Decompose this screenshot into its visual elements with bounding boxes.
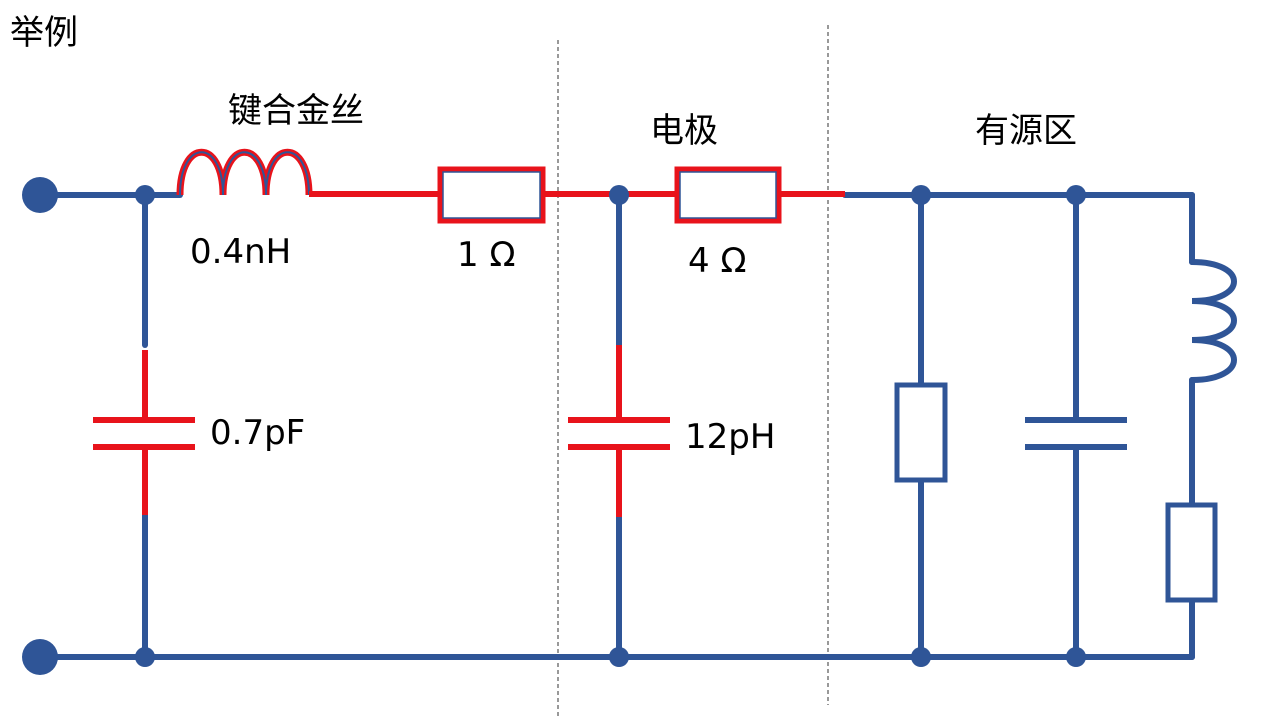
input-terminal-top bbox=[22, 177, 58, 213]
section-label-electrode: 电极 bbox=[650, 111, 718, 151]
active-region-capacitor bbox=[1025, 417, 1127, 450]
junction-nodes bbox=[135, 185, 1086, 667]
label-series-resistance-2: 4 Ω bbox=[688, 241, 746, 281]
bond-wire-inductor bbox=[176, 149, 316, 197]
active-region-inductor bbox=[1189, 259, 1237, 383]
series-resistor-2-outline bbox=[679, 171, 777, 219]
input-terminal-bottom bbox=[22, 639, 58, 675]
red-series-path bbox=[142, 191, 845, 517]
section-label-active-region: 有源区 bbox=[975, 111, 1077, 151]
series-resistor-1-outline bbox=[442, 171, 541, 219]
label-pad-capacitance: 0.7pF bbox=[210, 413, 305, 453]
label-series-resistance-1: 1 Ω bbox=[457, 235, 515, 275]
page-title: 举例 bbox=[10, 13, 78, 53]
pad-capacitor bbox=[93, 417, 195, 450]
label-electrode-capacitance: 12pH bbox=[685, 417, 775, 457]
electrode-capacitor bbox=[568, 417, 670, 450]
active-region-resistor bbox=[894, 382, 948, 483]
series-resistor-2 bbox=[674, 166, 782, 224]
label-bond-wire-inductance: 0.4nH bbox=[190, 232, 291, 272]
active-region-series-resistor bbox=[1165, 502, 1218, 603]
series-resistor-1 bbox=[437, 166, 546, 224]
section-label-bond-wire: 键合金丝 bbox=[228, 91, 364, 131]
